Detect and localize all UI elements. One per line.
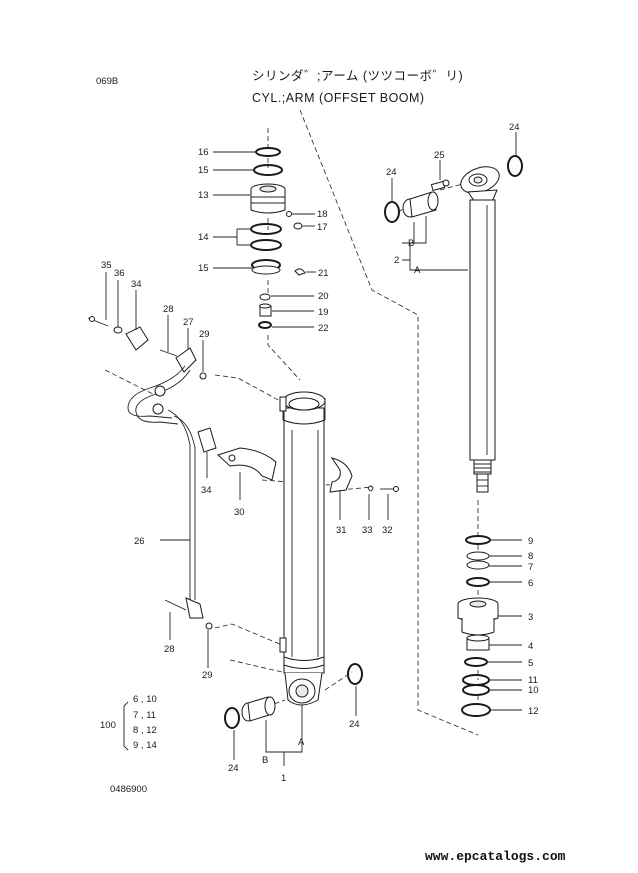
label-28-lower: 28 <box>164 644 175 655</box>
label-27: 27 <box>183 317 194 328</box>
piping <box>87 316 399 630</box>
title-japanese: シリンダ゛;アーム (ツツコーボ゛リ) <box>252 68 463 83</box>
piston-rod <box>460 166 500 493</box>
label-33: 33 <box>362 525 373 536</box>
kit-row-2: 7 , 11 <box>133 710 156 721</box>
drawing-number: 0486900 <box>110 784 147 795</box>
piston-stack <box>457 535 499 717</box>
label-15-upper: 15 <box>198 165 209 176</box>
label-11: 11 <box>528 675 538 686</box>
dust-seal-24-bottom-right <box>347 663 363 685</box>
label-24-tube-left: 24 <box>228 763 239 774</box>
label-28-upper: 28 <box>163 304 174 315</box>
label-25: 25 <box>434 150 445 161</box>
label-35: 35 <box>101 260 112 271</box>
label-20: 20 <box>318 291 329 302</box>
rod-bushing <box>402 191 439 218</box>
label-26: 26 <box>134 536 145 547</box>
label-31: 31 <box>336 525 347 536</box>
label-rod-B: B <box>408 238 414 249</box>
label-16: 16 <box>198 147 209 158</box>
label-6: 6 <box>528 578 533 589</box>
label-8: 8 <box>528 551 533 562</box>
label-5: 5 <box>528 658 533 669</box>
kit-row-3: 8 , 12 <box>133 725 157 736</box>
title-english: CYL.;ARM (OFFSET BOOM) <box>252 91 425 105</box>
label-36: 36 <box>114 268 125 279</box>
label-3: 3 <box>528 612 533 623</box>
label-24-tube-right: 24 <box>349 719 360 730</box>
label-14: 14 <box>198 232 209 243</box>
watermark: www.epcatalogs.com <box>425 849 566 864</box>
grease-fitting-25 <box>430 179 450 192</box>
cylinder-tube <box>279 391 326 706</box>
label-2: 2 <box>394 255 399 266</box>
kit-number: 100 <box>100 720 116 731</box>
leader-lines <box>105 132 522 766</box>
head-parts <box>250 147 306 329</box>
dust-seal-24-left <box>384 201 400 223</box>
label-22: 22 <box>318 323 329 334</box>
label-21: 21 <box>318 268 329 279</box>
part-labels: 16 15 13 18 17 14 15 21 20 19 22 24 24 2… <box>101 122 539 784</box>
dust-seal-24-right <box>507 155 523 177</box>
seal-kit-table: 100 6 , 10 7 , 11 8 , 12 9 , 14 <box>100 694 157 751</box>
bottom-bushing <box>241 696 276 722</box>
label-24-rod-left: 24 <box>386 167 397 178</box>
label-tube-A: A <box>298 737 305 748</box>
kit-row-4: 9 , 14 <box>133 740 157 751</box>
label-19: 19 <box>318 307 329 318</box>
label-15-lower: 15 <box>198 263 209 274</box>
label-7: 7 <box>528 562 533 573</box>
label-9: 9 <box>528 536 533 547</box>
dust-seal-24-bottom-left <box>224 707 240 729</box>
label-32: 32 <box>382 525 393 536</box>
label-13: 13 <box>198 190 209 201</box>
label-24-rod-right: 24 <box>509 122 520 133</box>
label-1: 1 <box>281 773 286 784</box>
label-30: 30 <box>234 507 245 518</box>
label-18: 18 <box>317 209 328 220</box>
kit-row-1: 6 , 10 <box>133 694 157 705</box>
label-rod-A: A <box>414 265 421 276</box>
label-10: 10 <box>528 685 539 696</box>
label-34-upper: 34 <box>131 279 142 290</box>
page-code: 069B <box>96 76 118 87</box>
label-12: 12 <box>528 706 539 717</box>
label-29-lower: 29 <box>202 670 213 681</box>
label-tube-B: B <box>262 755 268 766</box>
label-34-lower: 34 <box>201 485 212 496</box>
label-17: 17 <box>317 222 328 233</box>
label-29-upper: 29 <box>199 329 210 340</box>
label-4: 4 <box>528 641 533 652</box>
